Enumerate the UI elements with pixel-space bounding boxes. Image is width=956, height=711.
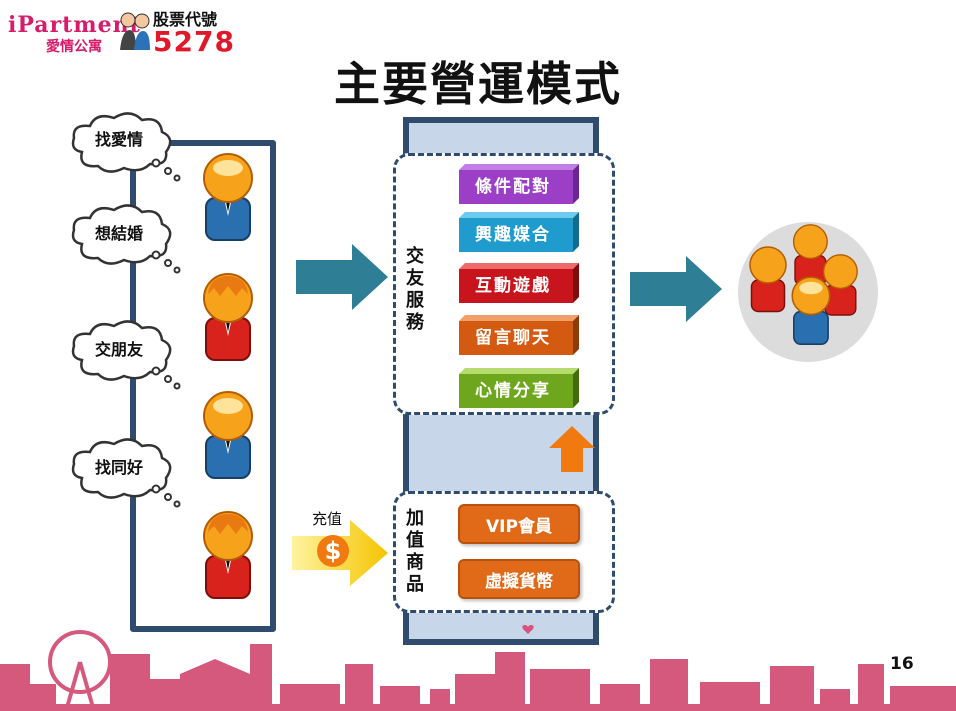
- product-vip: VIP會員: [458, 504, 580, 544]
- users-panel: [130, 140, 276, 632]
- user-red-icon: [203, 273, 253, 361]
- need-find-love: 找愛情: [94, 130, 143, 149]
- thought-cloud-1: [71, 112, 181, 182]
- stock-code: 5278: [153, 25, 235, 58]
- social-services-label: 交友服務: [406, 246, 424, 333]
- service-mood-share: 心情分享: [459, 368, 579, 408]
- value-added-label: 加值商品: [406, 508, 424, 595]
- up-arrow-icon: [549, 426, 595, 472]
- thought-cloud-2: [71, 204, 181, 274]
- couple-logo-icon: [120, 12, 150, 50]
- service-interest-match: 興趣媒合: [459, 212, 579, 252]
- recharge-label: 充值: [312, 510, 343, 528]
- service-message-chat: 留言聊天: [459, 315, 579, 355]
- thought-cloud-3: [71, 320, 181, 390]
- logo-subtitle: 愛情公寓: [46, 39, 102, 55]
- city-skyline-decoration: [0, 630, 956, 711]
- logo-brand: iPartment: [8, 12, 141, 38]
- user-blue-icon: [203, 153, 253, 241]
- page-number: 16: [890, 654, 914, 674]
- user-red-icon: [203, 511, 253, 599]
- service-condition-match: 條件配對: [459, 164, 579, 204]
- result-arrow-icon: [630, 256, 722, 322]
- flow-arrow-icon: [296, 244, 388, 310]
- dollar-coin-icon: $: [317, 535, 349, 567]
- stock-label: 股票代號: [153, 10, 218, 29]
- user-blue-icon: [203, 391, 253, 479]
- thought-cloud-4: [71, 438, 181, 508]
- slide-title: 主要營運模式: [334, 57, 622, 111]
- community-group-icon: [749, 224, 858, 345]
- need-friends: 交朋友: [94, 340, 143, 359]
- need-hobby: 找同好: [94, 458, 143, 477]
- service-interactive-games: 互動遊戲: [459, 263, 579, 303]
- svg-text:$: $: [325, 537, 342, 565]
- heart-icon: [522, 625, 534, 634]
- product-virtual-currency: 虛擬貨幣: [458, 559, 580, 599]
- need-marry: 想結婚: [94, 224, 143, 243]
